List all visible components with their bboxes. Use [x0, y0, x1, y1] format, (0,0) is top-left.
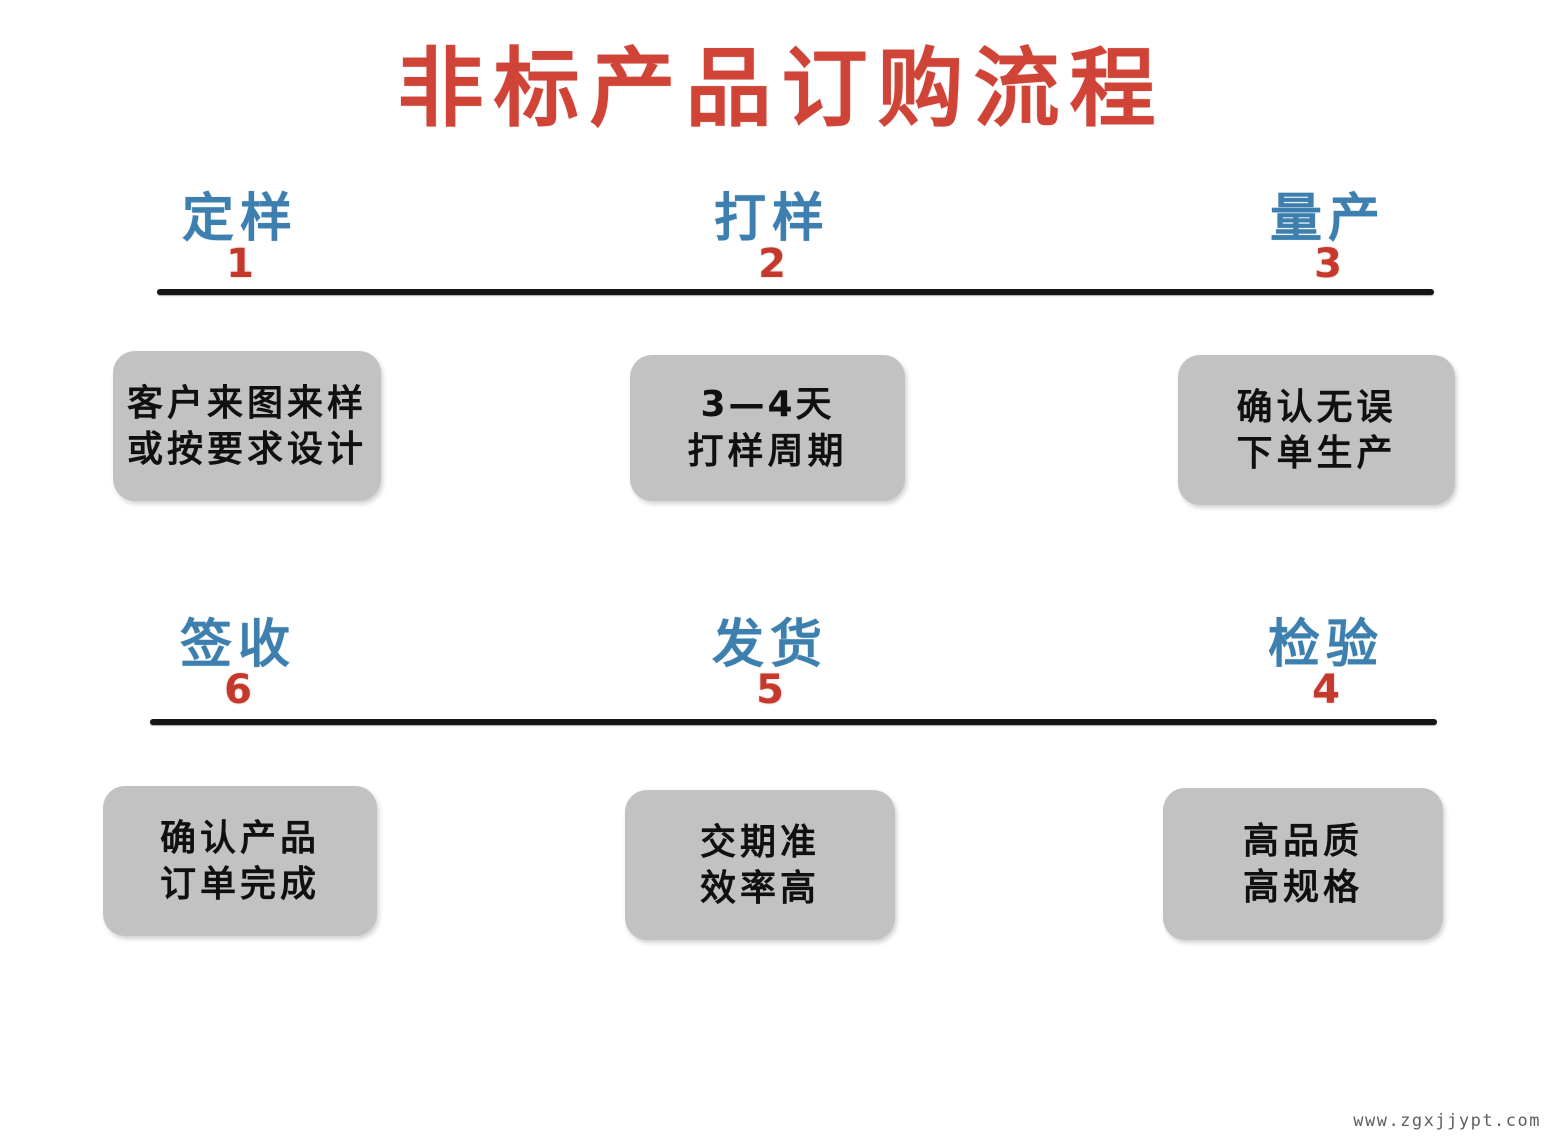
step-box-1: 客户来图来样 或按要求设计	[113, 351, 381, 501]
step-label-3: 量产	[1269, 188, 1386, 249]
step-head-6: 签收 6	[108, 618, 368, 711]
step-box-4-line-1: 高品质	[1242, 819, 1363, 862]
process-row-bottom: 签收 6 发货 5 检验 4 确认产品 订单完成 交期准 效率高 高品质 高规格	[0, 598, 1563, 968]
timeline-rule-bottom	[150, 719, 1437, 725]
watermark-url: www.zgxjjypt.com	[1353, 1111, 1541, 1131]
step-box-2: 3—4天 打样周期	[630, 355, 905, 501]
step-box-1-line-1: 客户来图来样	[126, 381, 367, 424]
step-box-6-line-2: 订单完成	[159, 863, 320, 905]
step-number-1: 1	[226, 241, 254, 288]
step-label-1: 定样	[181, 188, 298, 249]
step-head-1: 定样 1	[110, 192, 370, 285]
step-box-3-line-1: 确认无误	[1236, 385, 1397, 428]
step-box-5-line-2: 效率高	[699, 867, 820, 909]
step-box-4-line-2: 高规格	[1242, 866, 1363, 908]
step-box-1-line-2: 或按要求设计	[126, 428, 367, 470]
step-box-2-line-2: 打样周期	[687, 430, 848, 472]
page-title: 非标产品订购流程	[397, 38, 1166, 139]
step-box-2-line-1: 3—4天	[700, 383, 835, 425]
step-number-5: 5	[756, 667, 784, 714]
step-number-3: 3	[1314, 241, 1342, 288]
step-box-5-line-1: 交期准	[699, 820, 820, 863]
step-box-6-line-1: 确认产品	[159, 816, 320, 859]
step-label-6: 签收	[179, 614, 296, 675]
step-box-6: 确认产品 订单完成	[103, 786, 377, 936]
step-box-4: 高品质 高规格	[1163, 788, 1443, 940]
step-head-4: 检验 4	[1196, 618, 1456, 711]
step-number-4: 4	[1312, 667, 1340, 714]
step-label-4: 检验	[1267, 614, 1384, 675]
step-number-2: 2	[758, 241, 786, 288]
step-head-2: 打样 2	[642, 192, 902, 285]
step-box-3-line-2: 下单生产	[1236, 432, 1397, 474]
step-box-3: 确认无误 下单生产	[1178, 355, 1455, 505]
step-head-5: 发货 5	[640, 618, 900, 711]
step-label-5: 发货	[711, 614, 828, 675]
step-box-5: 交期准 效率高	[625, 790, 895, 940]
step-label-2: 打样	[713, 188, 830, 249]
step-head-3: 量产 3	[1198, 192, 1458, 285]
step-number-6: 6	[224, 667, 252, 714]
timeline-rule-top	[157, 289, 1434, 295]
process-row-top: 定样 1 打样 2 量产 3 客户来图来样 或按要求设计 3—4天 打样周期 确…	[0, 170, 1563, 530]
